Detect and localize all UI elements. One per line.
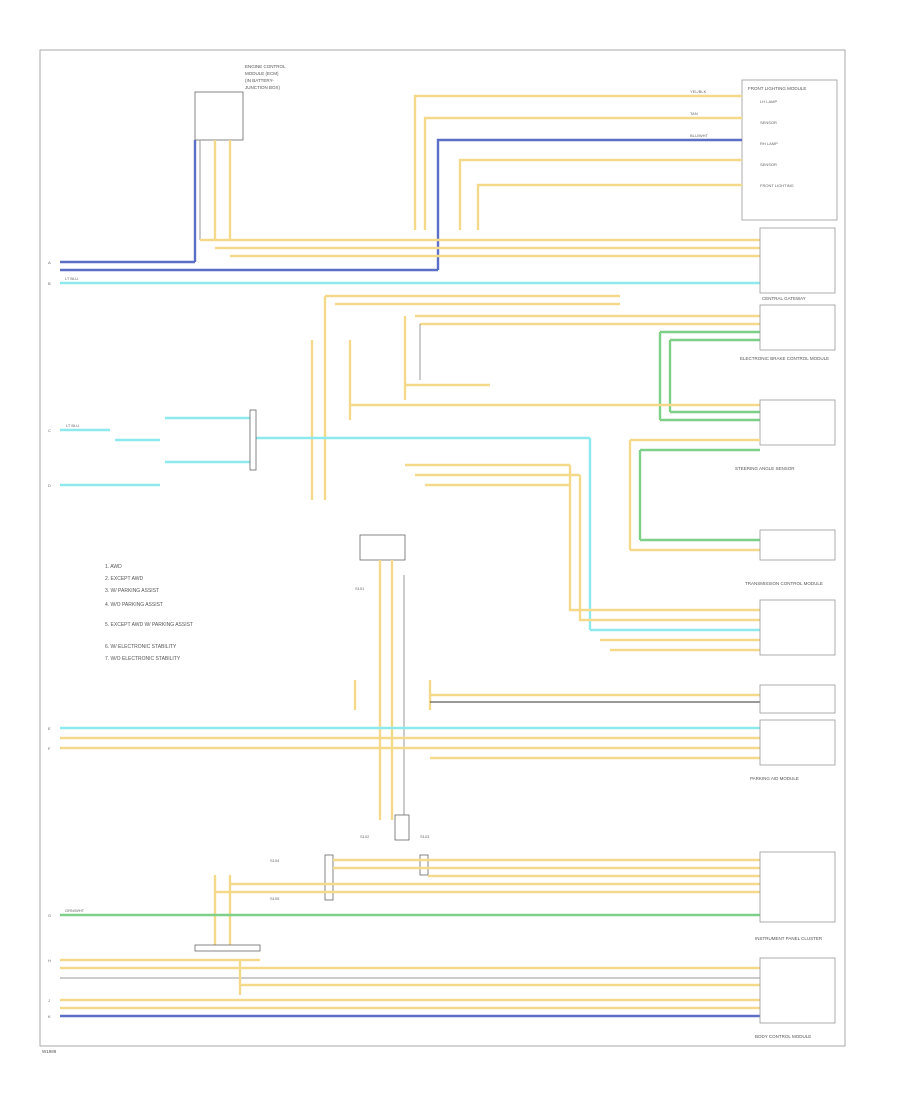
top-right-pin-3: RH LAMP: [760, 141, 778, 146]
steering-angle-sensor: STEERING ANGLE SENSOR: [350, 383, 836, 471]
splice-label-4: S104: [270, 858, 280, 863]
splice-label-2: S102: [360, 834, 370, 839]
module-label-brake: ELECTRONIC BRAKE CONTROL MODULE: [740, 356, 829, 361]
lower-splices: S102 S103 S104 S105: [270, 814, 430, 901]
diagram-frame: [39, 49, 846, 1047]
wire-label-lt-blu-2: LT BLU: [66, 423, 79, 428]
module-label-bcm: BODY CONTROL MODULE: [755, 1034, 811, 1039]
legend: 1. AWD 2. EXCEPT AWD 3. W/ PARKING ASSIS…: [105, 564, 193, 662]
header-line-2: MODULE (ECM): [245, 71, 279, 76]
wire-label-yel-blk-1: YEL/BLK: [690, 89, 707, 94]
wire-label-lt-blu-1: LT BLU: [65, 276, 78, 281]
upper-harness: LT BLU: [60, 140, 760, 285]
legend-item-4: 4. W/O PARKING ASSIST: [105, 602, 163, 608]
central-gateway-module: CENTRAL GATEWAY: [759, 227, 836, 301]
legend-item-1: 1. AWD: [105, 564, 122, 570]
transmission-module-wires: TRANSMISSION CONTROL MODULE: [405, 438, 836, 656]
terminal-g: G: [48, 913, 51, 918]
splice-label-1: S101: [355, 586, 365, 591]
top-right-module-title: FRONT LIGHTING MODULE: [748, 86, 806, 91]
instrument-cluster: INSTRUMENT PANEL CLUSTER GRN/WHT: [60, 851, 836, 945]
front-lighting-module: FRONT LIGHTING MODULE LH LAMP SENSOR RH …: [741, 79, 838, 221]
top-wire-group: YEL/BLK TAN BLU/WHT: [413, 89, 742, 270]
top-right-pin-4: SENSOR: [760, 162, 777, 167]
legend-item-3: 3. W/ PARKING ASSIST: [105, 588, 159, 594]
top-right-pin-1: LH LAMP: [760, 99, 777, 104]
module-label-transmission: TRANSMISSION CONTROL MODULE: [745, 581, 823, 586]
terminal-f: F: [48, 746, 51, 751]
legend-item-7: 7. W/O ELECTRONIC STABILITY: [105, 656, 181, 662]
wire-label-blu-wht-1: BLU/WHT: [690, 133, 709, 138]
terminal-h: H: [48, 958, 51, 963]
left-terminals: A B C D E F G H J K: [48, 260, 51, 1019]
parking-aid-wires: PARKING AID MODULE: [60, 680, 836, 781]
module-label-cluster: INSTRUMENT PANEL CLUSTER: [755, 936, 823, 941]
brake-control-module: ELECTRONIC BRAKE CONTROL MODULE: [740, 304, 836, 361]
top-right-pin-5: FRONT LIGHTING: [760, 183, 794, 188]
center-splice: S101: [355, 534, 406, 820]
left-cyan-inputs: LT BLU: [60, 409, 592, 630]
wire-label-grn-wht: GRN/WHT: [65, 908, 85, 913]
terminal-d: D: [48, 483, 51, 488]
terminal-e: E: [48, 726, 51, 731]
module-label-steering: STEERING ANGLE SENSOR: [735, 466, 795, 471]
header-line-1: ENGINE CONTROL: [245, 64, 286, 69]
module-label-parking: PARKING AID MODULE: [750, 776, 799, 781]
top-connector-block: ENGINE CONTROL MODULE (ECM) (IN BATTERY-…: [194, 64, 286, 240]
terminal-a: A: [48, 260, 51, 265]
legend-item-6: 6. W/ ELECTRONIC STABILITY: [105, 644, 177, 650]
module-label-central-gateway: CENTRAL GATEWAY: [762, 296, 806, 301]
legend-item-2: 2. EXCEPT AWD: [105, 576, 143, 582]
terminal-c: C: [48, 428, 51, 433]
terminal-j: J: [48, 998, 50, 1003]
header-line-4: JUNCTION BOX): [245, 85, 281, 90]
top-right-pin-2: SENSOR: [760, 120, 777, 125]
splice-label-3: S103: [420, 834, 430, 839]
body-control-module: BODY CONTROL MODULE: [60, 944, 836, 1039]
legend-item-5: 5. EXCEPT AWD W/ PARKING ASSIST: [105, 622, 193, 628]
terminal-b: B: [48, 281, 51, 286]
diagram-footer-code: W1988: [42, 1049, 57, 1054]
splice-label-5: S105: [270, 896, 280, 901]
header-line-3: (IN BATTERY-: [245, 78, 274, 83]
terminal-k: K: [48, 1014, 51, 1019]
middle-bus: [310, 294, 760, 500]
wire-label-tan-1: TAN: [690, 111, 698, 116]
